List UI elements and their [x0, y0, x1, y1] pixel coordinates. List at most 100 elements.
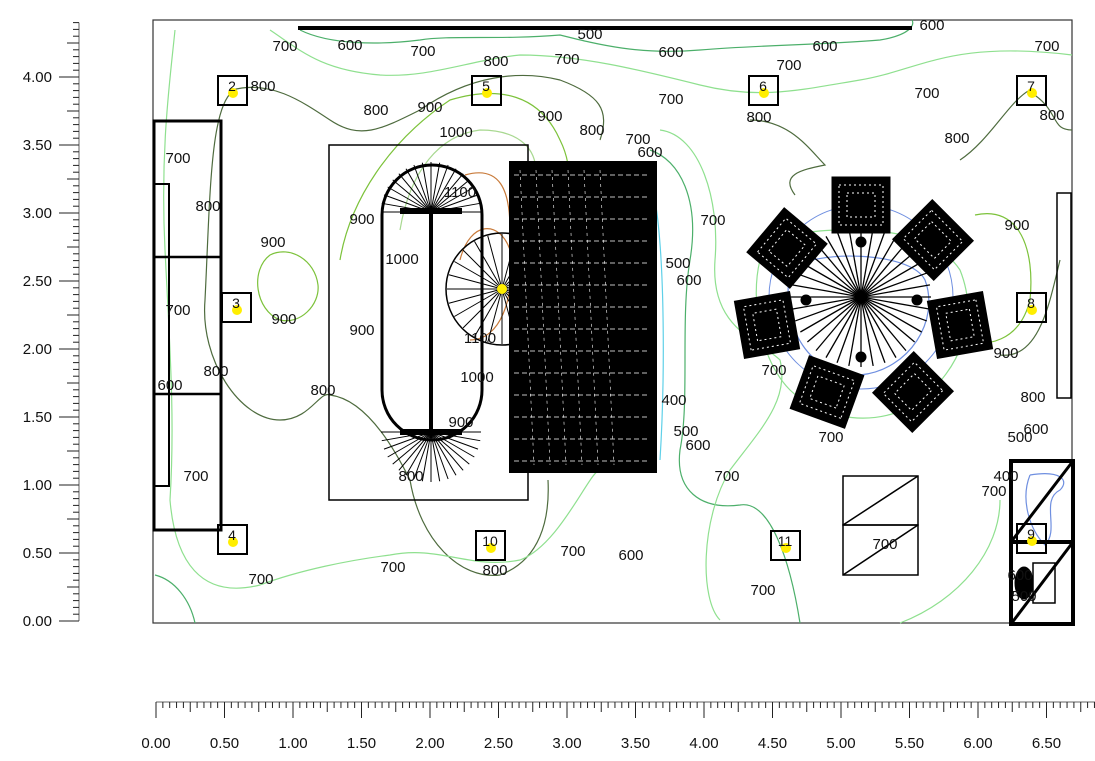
isoline-label: 700 — [872, 536, 897, 553]
luminaire-10[interactable]: 10 — [475, 530, 506, 561]
isoline-label: 700 — [776, 57, 801, 74]
stair-step — [387, 186, 432, 213]
wardrobe-inner — [153, 183, 170, 487]
isoline-900-left — [257, 251, 319, 322]
chair — [871, 350, 955, 434]
y-tick-label: 0.00 — [23, 613, 52, 630]
table-spoke — [860, 236, 897, 298]
table-spoke — [825, 296, 862, 358]
luminaire-number: 7 — [1027, 78, 1035, 94]
table-spoke — [848, 296, 862, 367]
luminaire-11[interactable]: 11 — [770, 530, 801, 561]
table-spoke — [860, 272, 928, 298]
isoline-label: 700 — [272, 38, 297, 55]
table-spoke — [860, 296, 928, 322]
luminaire-7[interactable]: 7 — [1016, 75, 1047, 106]
table-spoke — [815, 296, 862, 352]
chair — [746, 207, 828, 289]
luminaire-5[interactable]: 5 — [471, 75, 502, 106]
table-spoke — [860, 230, 886, 298]
stair-step — [421, 162, 432, 213]
luminaire-stair[interactable] — [497, 284, 507, 294]
stair-step — [487, 288, 503, 343]
isoline-labels: 700 600 700 500 800 700 600 600 600 700 700 800 700 7… — [157, 17, 1064, 605]
isoline-label: 900 — [271, 311, 296, 328]
luminaire-4[interactable]: 4 — [217, 524, 248, 555]
stair-step — [405, 168, 432, 213]
luminaire-6[interactable]: 6 — [748, 75, 779, 106]
isoline-label: 700 — [761, 362, 786, 379]
shelf-line — [599, 169, 615, 466]
table-spoke — [860, 296, 916, 343]
isoline-label: 700 — [914, 85, 939, 102]
isoline-label: 500 — [1007, 429, 1032, 446]
stair-step — [383, 431, 432, 450]
table-spoke — [860, 296, 907, 352]
isoline-label: 700 — [165, 150, 190, 167]
shelf-line — [583, 169, 599, 466]
stair-step — [392, 179, 432, 213]
shelf-line — [567, 169, 583, 466]
stair-step — [430, 162, 441, 213]
isoline-800 — [231, 74, 605, 141]
isoline-label: 800 — [310, 382, 335, 399]
table-rays — [791, 227, 931, 367]
isoline-label: 400 — [661, 392, 686, 409]
luminaire-2[interactable]: 2 — [217, 75, 248, 106]
isoline-low-table — [787, 255, 930, 376]
isoline-label: 600 — [157, 377, 182, 394]
isoline-label: 800 — [1039, 107, 1064, 124]
isoline-label: 1100 — [444, 184, 476, 201]
isoline-label: 600 — [676, 272, 701, 289]
stair-step — [448, 288, 503, 304]
stair-step — [430, 173, 464, 213]
stair-step — [381, 431, 432, 442]
table-spoke — [800, 261, 862, 298]
isoline-label: 600 — [1023, 421, 1048, 438]
isoline-label: 500 — [673, 423, 698, 440]
x-tick-label: 1.50 — [347, 735, 376, 752]
isoline-label: 700 — [700, 212, 725, 229]
stair-step — [474, 241, 503, 290]
y-tick-label: 1.50 — [23, 409, 52, 426]
stair-step — [430, 168, 457, 213]
isoline-label: 900 — [1004, 217, 1029, 234]
x-tick-label: 1.00 — [278, 735, 307, 752]
stair-step — [405, 431, 432, 476]
table-spoke — [836, 296, 862, 364]
isoline-700-left — [163, 29, 601, 589]
table-spoke — [860, 296, 874, 367]
table-spoke — [860, 261, 922, 298]
isoline-label: 800 — [250, 78, 275, 95]
isoline-700-top — [269, 29, 1073, 94]
stair-step — [430, 431, 449, 480]
stair-step — [462, 288, 503, 329]
isoline-label: 900 — [537, 108, 562, 125]
y-tick-label: 4.00 — [23, 69, 52, 86]
x-tick-label: 3.00 — [552, 735, 581, 752]
luminaire-8[interactable]: 8 — [1016, 292, 1047, 323]
isoline-label: 600 — [618, 547, 643, 564]
isoline-label: 600 — [919, 17, 944, 34]
y-tick-label: 3.50 — [23, 137, 52, 154]
stair-step — [448, 274, 503, 290]
stair-step — [430, 431, 457, 476]
isoline-label: 800 — [746, 109, 771, 126]
table-post — [800, 294, 812, 306]
stair-step — [430, 431, 470, 465]
isoline-label: 800 — [482, 562, 507, 579]
luminaire-number: 10 — [482, 533, 498, 549]
luminaire-9[interactable]: 9 — [1016, 523, 1047, 554]
isoline-700-mid — [659, 129, 1001, 624]
stair-step — [430, 431, 479, 450]
isoline-label: 400 — [993, 468, 1018, 485]
isoline-label: 1000 — [385, 251, 418, 268]
table-post — [855, 236, 867, 248]
isoline-800-left — [204, 91, 549, 576]
isoline-label: 800 — [944, 130, 969, 147]
table-spoke — [860, 296, 886, 364]
luminaire-3[interactable]: 3 — [221, 292, 252, 323]
y-tick-label: 2.50 — [23, 273, 52, 290]
x-tick-label: 3.50 — [621, 735, 650, 752]
